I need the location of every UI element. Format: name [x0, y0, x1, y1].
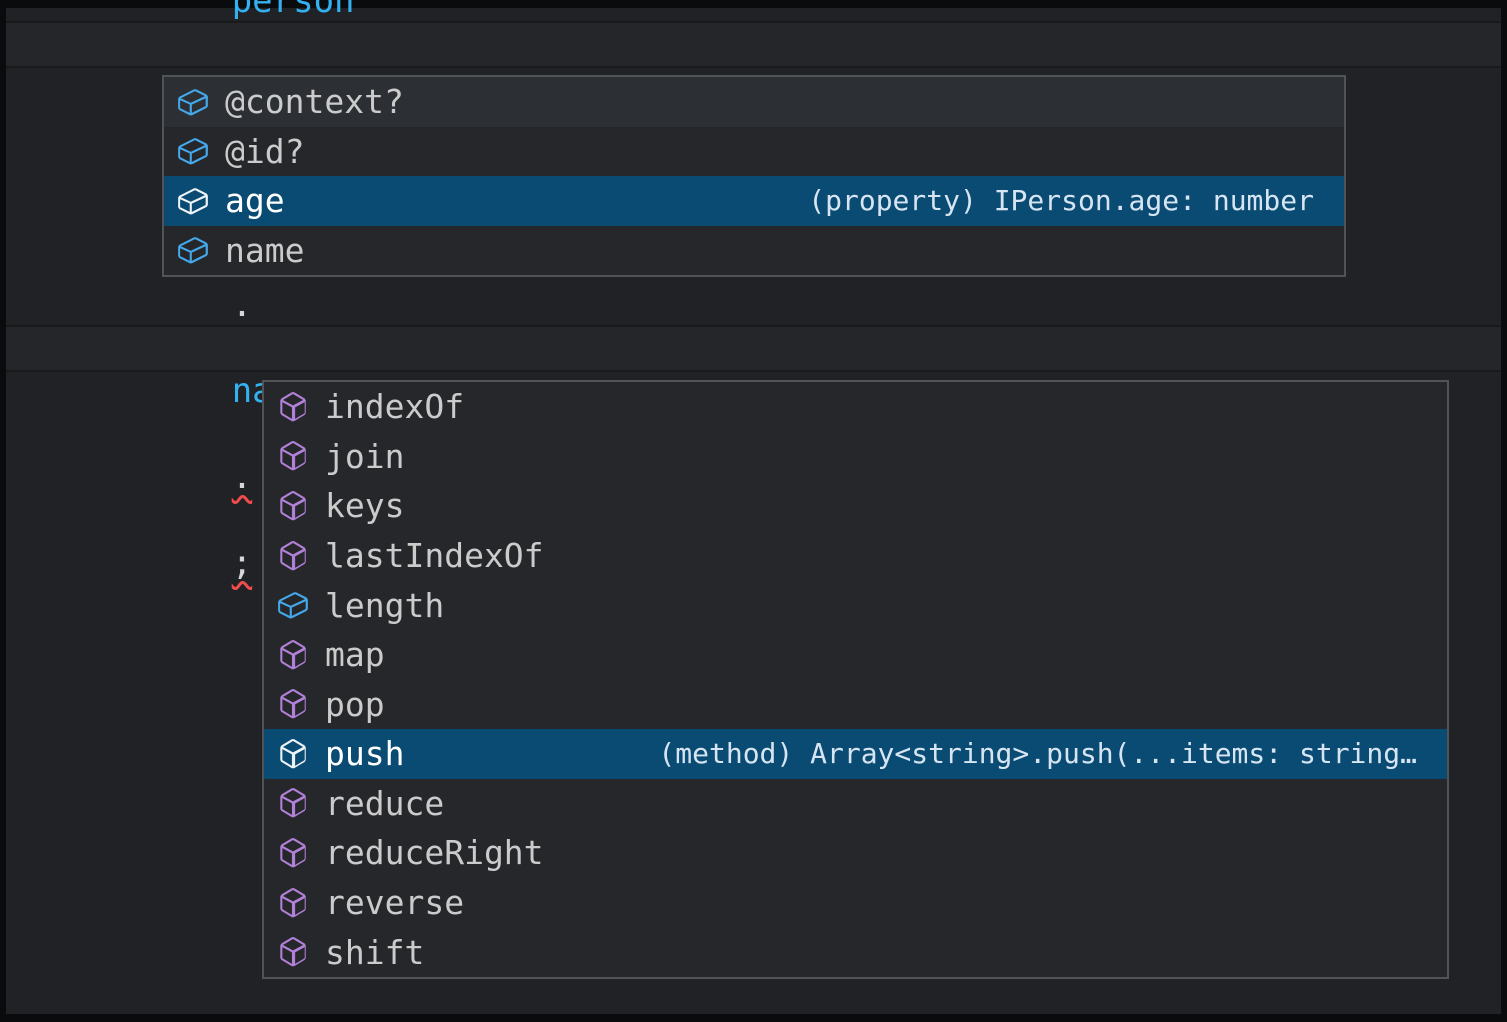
- symbol-field-icon: [176, 184, 210, 218]
- suggestion-label: keys: [325, 486, 405, 526]
- symbol-method-icon: [276, 786, 310, 820]
- suggestion-label: join: [325, 436, 405, 476]
- code-token: person: [231, 0, 355, 21]
- symbol-field-icon: [176, 134, 210, 168]
- symbol-method-icon: [276, 439, 310, 473]
- suggestion-item[interactable]: @id?: [164, 127, 1344, 177]
- suggestion-label: age: [225, 181, 285, 221]
- suggestion-label: name: [225, 230, 305, 270]
- code-token: .: [231, 285, 253, 325]
- suggestion-label: indexOf: [325, 387, 465, 427]
- suggestion-label: shift: [325, 932, 425, 972]
- suggestion-item[interactable]: push (method) Array<string>.push(...item…: [264, 729, 1447, 779]
- symbol-method-icon: [276, 687, 310, 721]
- code-token: .: [231, 457, 253, 497]
- suggestion-item[interactable]: @context?: [164, 77, 1344, 127]
- suggestion-label: push: [325, 734, 405, 774]
- editor-surface[interactable]: person . ;: [6, 0, 1501, 1014]
- suggestion-item[interactable]: reverse: [264, 878, 1447, 928]
- suggestion-detail: (property) IPerson.age: number: [808, 184, 1314, 218]
- code-token: ;: [231, 543, 253, 583]
- symbol-method-icon: [276, 489, 310, 523]
- suggestion-item[interactable]: pop: [264, 679, 1447, 729]
- suggestion-label: length: [325, 585, 445, 625]
- symbol-method-icon: [276, 836, 310, 870]
- suggestion-item[interactable]: name: [164, 226, 1344, 276]
- suggestion-label: reduceRight: [325, 833, 544, 873]
- suggest-widget-1: @context? @id?: [162, 75, 1346, 277]
- suggestion-label: map: [325, 635, 385, 675]
- symbol-field-icon: [176, 233, 210, 267]
- current-line-highlight: person . name . ;: [6, 199, 1501, 583]
- symbol-method-icon: [276, 638, 310, 672]
- suggestion-label: reverse: [325, 883, 465, 923]
- symbol-field-icon: [176, 85, 210, 119]
- suggestion-label: @context?: [225, 82, 404, 122]
- symbol-method-icon: [276, 886, 310, 920]
- current-line-highlight: person . ;: [6, 0, 1501, 193]
- suggestion-item[interactable]: reduceRight: [264, 828, 1447, 878]
- suggestion-item[interactable]: map: [264, 630, 1447, 680]
- suggestion-item[interactable]: shift: [264, 927, 1447, 977]
- suggestion-item[interactable]: age (property) IPerson.age: number: [164, 176, 1344, 226]
- symbol-method-icon: [276, 935, 310, 969]
- suggestion-label: pop: [325, 684, 385, 724]
- symbol-method-icon: [276, 539, 310, 573]
- suggestion-label: reduce: [325, 783, 445, 823]
- suggestion-item[interactable]: lastIndexOf: [264, 531, 1447, 581]
- suggest-widget-2: indexOf join: [262, 380, 1449, 979]
- suggestion-item[interactable]: length: [264, 580, 1447, 630]
- suggestion-item[interactable]: join: [264, 432, 1447, 482]
- suggestion-item[interactable]: reduce: [264, 779, 1447, 829]
- suggestion-item[interactable]: indexOf: [264, 382, 1447, 432]
- suggestion-label: @id?: [225, 131, 305, 171]
- suggestion-item[interactable]: keys: [264, 481, 1447, 531]
- symbol-field-icon: [276, 588, 310, 622]
- suggestion-label: lastIndexOf: [325, 536, 544, 576]
- symbol-method-icon: [276, 390, 310, 424]
- symbol-method-icon: [276, 737, 310, 771]
- suggestion-detail: (method) Array<string>.push(...items: st…: [658, 737, 1417, 771]
